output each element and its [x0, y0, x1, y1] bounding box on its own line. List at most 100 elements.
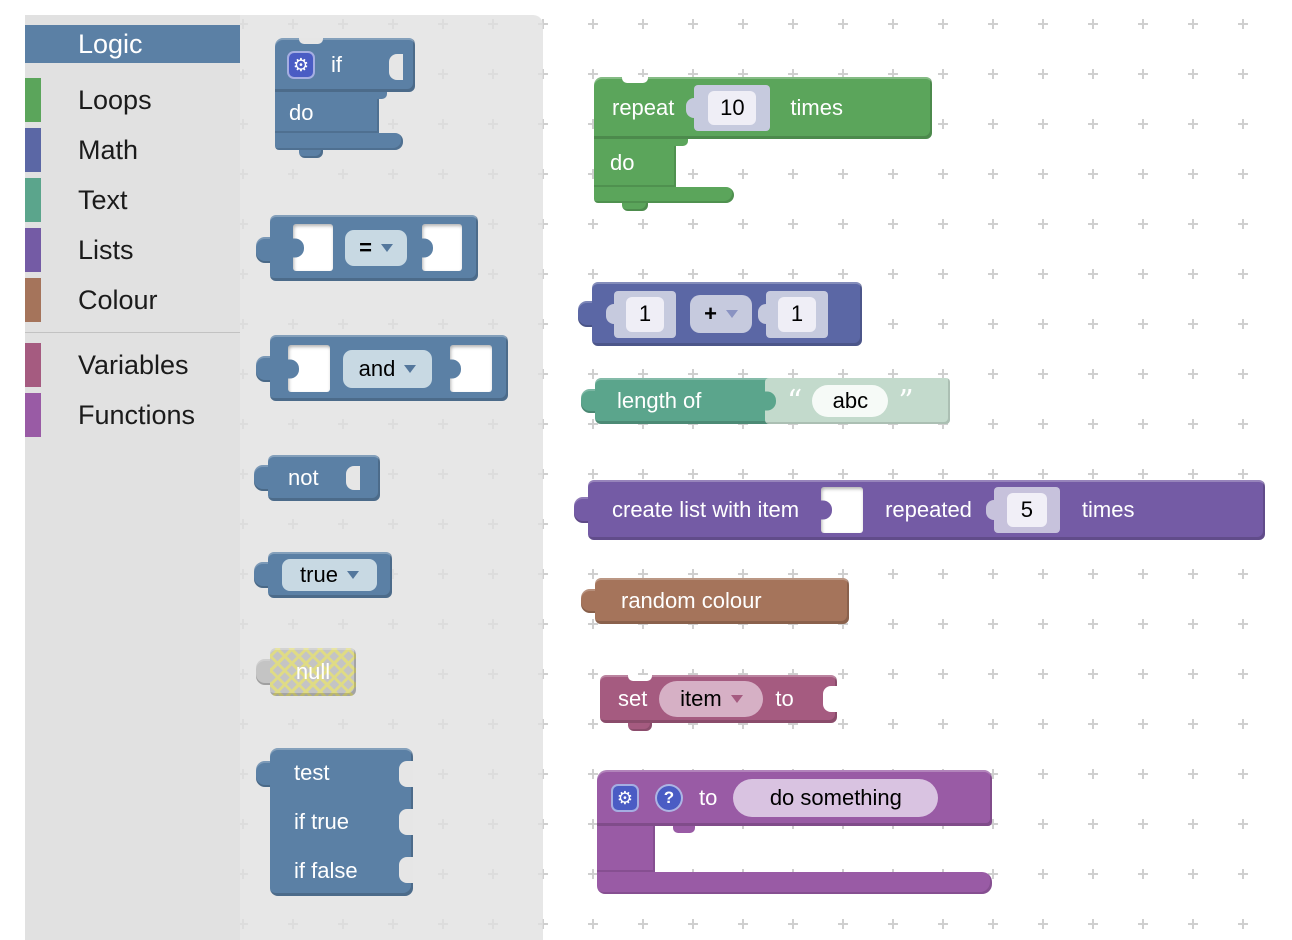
operator-label: and [358, 356, 396, 381]
value-socket-notch [399, 809, 413, 835]
output-tab [256, 761, 271, 787]
value-input-hole [821, 487, 864, 533]
female-connector [821, 500, 833, 520]
value-input-hole [293, 224, 333, 271]
output-tab [581, 389, 596, 413]
repeat-count-field[interactable]: 5 [1006, 493, 1047, 527]
flyout-block-compare[interactable]: = [256, 215, 480, 281]
boolean-dropdown[interactable]: true [282, 559, 377, 591]
block-arithmetic[interactable]: 1 + 1 [578, 282, 862, 346]
mutator-gear-icon[interactable]: ⚙ [287, 51, 315, 79]
right-value-field[interactable]: 1 [778, 296, 816, 332]
operator-dropdown[interactable]: = [345, 230, 407, 266]
flyout-block-and[interactable]: and [256, 333, 510, 401]
toolbox-category-loops[interactable]: Loops [25, 75, 240, 125]
block-set-variable[interactable]: set item to [600, 675, 837, 731]
block-length-of[interactable]: length of “ abc ” [581, 378, 950, 424]
shadow-number-block[interactable]: 5 [985, 487, 1060, 533]
prev-notch [628, 675, 652, 681]
output-tab [578, 301, 593, 327]
block-repeat[interactable]: repeat 10 times do [594, 77, 932, 211]
flyout-block-ternary[interactable]: test if true if false [256, 748, 413, 896]
shadow-output-tab [985, 500, 996, 520]
category-color-swatch [25, 128, 41, 172]
value-socket-notch [399, 857, 413, 883]
shadow-number-block[interactable]: 1 [758, 290, 828, 338]
female-connector [765, 391, 776, 411]
value-input-hole [422, 224, 462, 271]
value-socket-notch [389, 54, 403, 80]
value-input-hole [450, 345, 492, 392]
operator-label: = [359, 235, 372, 260]
prev-notch [299, 38, 323, 44]
category-color-swatch [25, 343, 41, 387]
category-label: Text [78, 184, 128, 215]
category-color-swatch [25, 78, 41, 122]
block-random-colour[interactable]: random colour [581, 578, 849, 624]
category-color-swatch [25, 393, 41, 437]
next-connection-tab [628, 723, 652, 731]
value-socket-notch [823, 686, 837, 712]
shadow-number-block[interactable]: 1 [606, 290, 676, 338]
repeated-label: repeated [885, 497, 972, 522]
toolbox-category-logic[interactable]: Logic [25, 25, 240, 63]
value-input-hole [288, 345, 330, 392]
operator-label: + [704, 301, 717, 326]
output-tab [256, 659, 271, 685]
category-color-swatch [25, 178, 41, 222]
text-value-field[interactable]: abc [812, 385, 889, 417]
toolbox-category-text[interactable]: Text [25, 175, 240, 225]
toolbox-category-functions[interactable]: Functions [25, 390, 240, 440]
variable-dropdown[interactable]: item [659, 681, 764, 717]
operator-dropdown[interactable]: and [343, 350, 432, 388]
category-label: Colour [78, 284, 158, 315]
set-label: set [618, 686, 648, 711]
dropdown-arrow-icon [725, 310, 738, 318]
flyout-block-boolean[interactable]: true [254, 552, 392, 598]
repeat-count-field[interactable]: 10 [708, 91, 757, 125]
flyout-block-if[interactable]: ⚙ if do [275, 38, 415, 168]
repeat-label: repeat [612, 95, 675, 120]
category-label: Logic [78, 28, 143, 59]
shadow-text-block[interactable]: “ abc ” [765, 378, 950, 424]
random-colour-label: random colour [621, 588, 762, 613]
category-label: Variables [78, 349, 189, 380]
close-quote-icon: ” [898, 383, 914, 419]
left-value-field[interactable]: 1 [626, 296, 664, 332]
block-list-repeat[interactable]: create list with item repeated 5 times [574, 480, 1265, 540]
flyout-block-not[interactable]: not [254, 455, 380, 501]
output-tab [256, 237, 271, 263]
not-label: not [288, 465, 319, 490]
toolbox-category-lists[interactable]: Lists [25, 225, 240, 275]
if-true-label: if true [294, 808, 350, 834]
shadow-output-tab [606, 304, 616, 324]
output-tab [256, 356, 271, 382]
dropdown-arrow-icon [380, 244, 393, 252]
operator-dropdown[interactable]: + [690, 295, 752, 333]
null-label: null [295, 659, 331, 684]
open-quote-icon: “ [787, 383, 803, 419]
statement-notch [666, 139, 688, 146]
length-of-label: length of [617, 388, 702, 413]
function-name-field[interactable]: do something [733, 779, 939, 817]
block-function-definition[interactable]: ⚙ ? to do something [597, 770, 992, 894]
toolbox-category-math[interactable]: Math [25, 125, 240, 175]
help-question-icon[interactable]: ? [655, 784, 683, 812]
flyout-block-null[interactable]: null [256, 648, 356, 696]
category-label: Loops [78, 84, 152, 115]
toolbox-separator [25, 332, 240, 333]
shadow-number-block[interactable]: 10 [686, 85, 771, 131]
output-tab [254, 465, 269, 491]
dropdown-arrow-icon [404, 365, 417, 373]
if-label: if [331, 52, 342, 77]
output-tab [574, 497, 589, 523]
times-label: times [1081, 497, 1135, 522]
output-tab [581, 589, 596, 613]
value-socket-notch [346, 466, 360, 490]
toolbox-category-variables[interactable]: Variables [25, 340, 240, 390]
toolbox-category-colour[interactable]: Colour [25, 275, 240, 325]
test-label: test [294, 759, 330, 785]
next-connection-tab [622, 203, 648, 211]
do-label: do [610, 150, 635, 175]
mutator-gear-icon[interactable]: ⚙ [611, 784, 639, 812]
